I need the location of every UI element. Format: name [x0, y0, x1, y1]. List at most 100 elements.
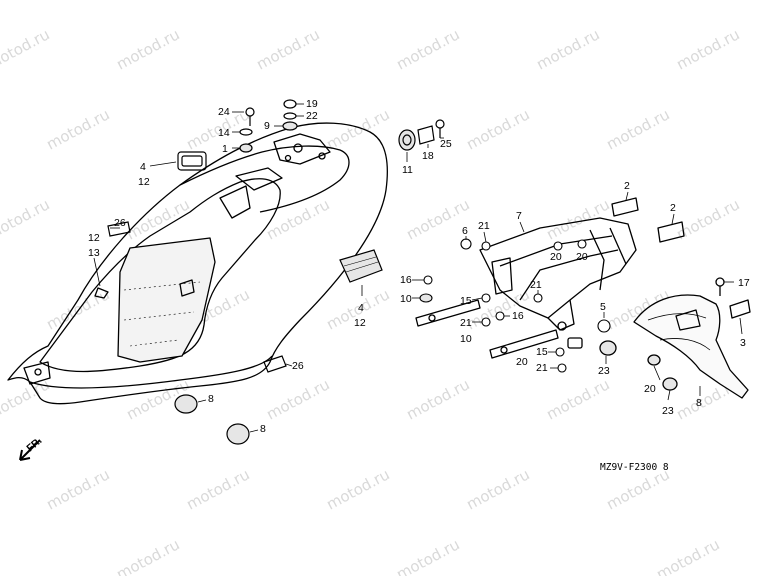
storage-tray — [117, 237, 216, 363]
callout-8: 8 — [696, 397, 702, 409]
bolt-head — [481, 293, 491, 303]
callout-6: 6 — [462, 225, 468, 237]
watermark-text: motod.ru — [113, 535, 182, 576]
watermark-text: motod.ru — [43, 285, 112, 333]
callouts: 24 14 1 19 22 9 4 12 26 12 13 4 12 8 8 2… — [88, 98, 750, 435]
leader — [471, 297, 483, 301]
cowl-skirt — [29, 355, 273, 389]
nut — [283, 99, 297, 109]
callout-12: 12 — [138, 176, 150, 188]
rubber-pad-inner — [181, 155, 203, 167]
seal-piece — [107, 221, 131, 237]
callout-20: 20 — [550, 251, 562, 263]
leader — [249, 429, 259, 433]
leader — [93, 257, 101, 287]
callout-5: 5 — [600, 301, 606, 313]
callout-23: 23 — [662, 405, 674, 417]
cowl-small-parts — [107, 99, 383, 445]
leader — [285, 363, 293, 367]
grab-recess — [235, 167, 283, 191]
bolt-head — [423, 275, 433, 285]
grommet-pad — [339, 249, 383, 283]
callout-9: 9 — [264, 120, 270, 132]
splash-fender — [599, 197, 751, 399]
fender-window — [675, 309, 701, 331]
fender-body — [633, 294, 749, 399]
callout-10: 10 — [460, 333, 472, 345]
watermark-layer: motod.ru motod.ru motod.ru motod.ru moto… — [0, 25, 743, 576]
watermark-text: motod.ru — [0, 375, 53, 423]
front-tab-hole — [34, 368, 42, 376]
callout-12: 12 — [88, 232, 100, 244]
frame-foot — [547, 299, 575, 331]
watermark-text: motod.ru — [463, 105, 532, 153]
nut — [577, 239, 587, 249]
rear-frame — [415, 217, 637, 359]
callout-21: 21 — [478, 220, 490, 232]
callout-10: 10 — [400, 293, 412, 305]
stay-hole — [500, 346, 508, 354]
callout-21: 21 — [530, 279, 542, 291]
nut — [460, 238, 472, 250]
small-clip — [179, 279, 195, 297]
callout-26: 26 — [292, 360, 304, 372]
watermark-text: motod.ru — [113, 25, 182, 73]
grommet-ribs — [343, 256, 379, 273]
watermark-text: motod.ru — [543, 375, 612, 423]
reflector-plate — [729, 299, 751, 319]
front-direction-indicator: FR. — [19, 435, 44, 461]
watermark-text: motod.ru — [43, 465, 112, 513]
watermark-text: motod.ru — [533, 25, 602, 73]
leader — [149, 161, 177, 167]
callout-16: 16 — [512, 310, 524, 322]
center-channel — [219, 185, 251, 219]
cowl-outline — [7, 122, 388, 405]
rubber-mount — [239, 143, 253, 153]
watermark-text: motod.ru — [463, 465, 532, 513]
watermark-text: motod.ru — [43, 105, 112, 153]
tray-texture — [123, 281, 201, 347]
leader — [667, 389, 671, 401]
callout-25: 25 — [440, 138, 452, 150]
diagram-code: MZ9V-F2300 8 — [600, 462, 669, 473]
watermark-text: motod.ru — [263, 375, 332, 423]
nut — [553, 241, 563, 251]
mount-hole — [284, 154, 292, 162]
washer — [283, 112, 297, 120]
callout-21: 21 — [460, 317, 472, 329]
cushion-rubber — [174, 394, 198, 414]
watermark-text: motod.ru — [323, 465, 392, 513]
callout-7: 7 — [516, 210, 522, 222]
callout-4: 4 — [140, 161, 146, 173]
callout-11: 11 — [402, 164, 413, 176]
support-stay — [415, 299, 481, 327]
watermark-text: motod.ru — [0, 195, 53, 243]
callout-14: 14 — [218, 127, 230, 139]
front-tab — [23, 361, 51, 385]
center-hardware — [398, 119, 445, 151]
bolt-head — [495, 311, 505, 321]
collar — [662, 377, 678, 391]
cowl-top-ridge — [179, 145, 350, 213]
reflector-bracket — [657, 221, 685, 243]
leader — [197, 399, 207, 403]
front-arrow-icon — [19, 439, 41, 461]
callout-13: 13 — [88, 247, 100, 259]
watermark-text: motod.ru — [183, 465, 252, 513]
callout-23: 23 — [598, 365, 610, 377]
callout-20: 20 — [576, 251, 588, 263]
nut — [533, 293, 543, 303]
collar — [419, 293, 433, 303]
callout-20: 20 — [644, 383, 656, 395]
mount-hole — [293, 143, 303, 153]
frame-hole — [557, 321, 567, 331]
watermark-text: motod.ru — [543, 195, 612, 243]
support-stay — [489, 329, 559, 359]
fender-ribs — [647, 313, 711, 351]
grommet — [398, 129, 416, 151]
nut — [481, 317, 491, 327]
watermark-text: motod.ru — [673, 25, 742, 73]
callout-2: 2 — [670, 202, 676, 214]
callout-17: 17 — [738, 277, 750, 289]
